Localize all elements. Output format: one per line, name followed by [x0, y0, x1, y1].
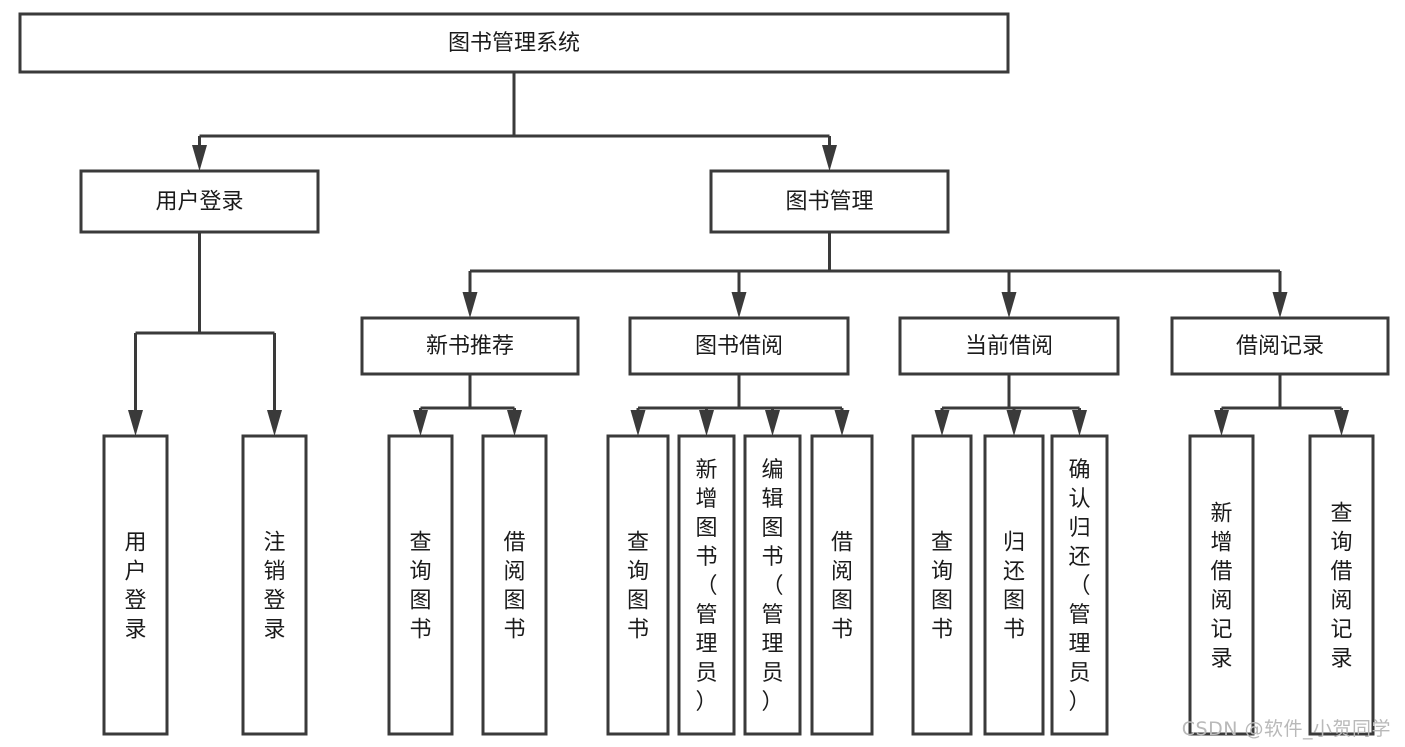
arrow-head-icon [822, 145, 837, 171]
node-label: 图书管理系统 [448, 31, 580, 56]
node-l3-borrow-book-a[interactable]: 借阅图书 [481, 434, 548, 736]
arrow-head-icon [1334, 410, 1349, 436]
node-box [983, 434, 1045, 736]
node-label: 查询借阅记录 [1330, 502, 1352, 672]
node-label: 查询图书 [627, 531, 649, 643]
node-box [18, 12, 1010, 74]
arrow-head-icon [462, 292, 478, 318]
node-l3-query-record[interactable]: 查询借阅记录 [1308, 434, 1375, 736]
node-l3-return-book[interactable]: 归还图书 [983, 434, 1045, 736]
arrow-head-icon [507, 410, 522, 436]
node-l2-new-book-rec[interactable]: 新书推荐 [360, 316, 580, 376]
node-label: 确认归还（管理员） [1068, 458, 1090, 715]
arrow-head-icon [630, 410, 646, 436]
arrow-head-icon [765, 410, 780, 436]
node-box [628, 316, 850, 376]
node-label: 用户登录 [124, 531, 146, 643]
node-label: 借阅图书 [831, 531, 853, 643]
node-label: 借阅记录 [1236, 334, 1324, 359]
node-box [1170, 316, 1390, 376]
node-l1-book-manage[interactable]: 图书管理 [709, 169, 950, 234]
node-layer: 图书管理系统用户登录图书管理新书推荐图书借阅当前借阅借阅记录用户登录注销登录查询… [18, 12, 1390, 736]
arrow-head-icon [834, 410, 850, 436]
node-label: 当前借阅 [965, 334, 1053, 359]
node-box [241, 434, 308, 736]
node-box [387, 434, 454, 736]
node-box [606, 434, 670, 736]
node-l3-user-login[interactable]: 用户登录 [102, 434, 169, 736]
node-box [481, 434, 548, 736]
node-l3-borrow-book-b[interactable]: 借阅图书 [810, 434, 874, 736]
node-l3-query-book-c[interactable]: 查询图书 [911, 434, 973, 736]
node-label: 新增借阅记录 [1210, 502, 1232, 672]
arrow-head-icon [413, 410, 428, 436]
node-label: 归还图书 [1003, 531, 1025, 643]
node-box [743, 434, 802, 736]
node-l3-add-record[interactable]: 新增借阅记录 [1188, 434, 1255, 736]
arrow-head-icon [1072, 410, 1087, 436]
node-box [360, 316, 580, 376]
arrow-head-icon [192, 145, 207, 171]
node-label: 查询图书 [931, 531, 953, 643]
node-l3-edit-book[interactable]: 编辑图书（管理员） [743, 434, 802, 736]
node-label: 用户登录 [155, 190, 243, 215]
node-box [911, 434, 973, 736]
node-label: 编辑图书（管理员） [761, 458, 783, 715]
node-box [79, 169, 320, 234]
node-label: 新增图书（管理员） [695, 458, 717, 715]
node-l2-borrow-record[interactable]: 借阅记录 [1170, 316, 1390, 376]
watermark-label: CSDN @软件_小贺同学 [1181, 718, 1391, 740]
connector-layer [128, 72, 1349, 436]
node-l2-book-borrow[interactable]: 图书借阅 [628, 316, 850, 376]
node-box [102, 434, 169, 736]
arrow-head-icon [128, 410, 143, 436]
node-l3-add-book[interactable]: 新增图书（管理员） [677, 434, 736, 736]
node-l1-user-login[interactable]: 用户登录 [79, 169, 320, 234]
arrow-head-icon [1001, 292, 1017, 318]
node-box [1050, 434, 1109, 736]
node-l3-query-book-b[interactable]: 查询图书 [606, 434, 670, 736]
arrow-head-icon [1006, 410, 1022, 436]
node-box [1188, 434, 1255, 736]
arrow-head-icon [267, 410, 282, 436]
arrow-head-icon [1214, 410, 1229, 436]
node-l3-query-book-a[interactable]: 查询图书 [387, 434, 454, 736]
node-box [677, 434, 736, 736]
node-label: 图书管理 [785, 190, 873, 215]
node-label: 图书借阅 [695, 334, 783, 359]
arrow-head-icon [731, 292, 747, 318]
node-label: 注销登录 [263, 531, 285, 643]
node-l3-confirm-return[interactable]: 确认归还（管理员） [1050, 434, 1109, 736]
arrow-head-icon [934, 410, 950, 436]
node-label: 新书推荐 [426, 334, 514, 359]
node-root[interactable]: 图书管理系统 [18, 12, 1010, 74]
node-l3-logout[interactable]: 注销登录 [241, 434, 308, 736]
node-box [709, 169, 950, 234]
node-label: 查询图书 [409, 531, 431, 643]
arrow-head-icon [699, 410, 714, 436]
node-label: 借阅图书 [503, 531, 525, 643]
node-box [898, 316, 1120, 376]
arrow-head-icon [1272, 292, 1288, 318]
node-box [1308, 434, 1375, 736]
node-box [810, 434, 874, 736]
node-l2-current-borrow[interactable]: 当前借阅 [898, 316, 1120, 376]
